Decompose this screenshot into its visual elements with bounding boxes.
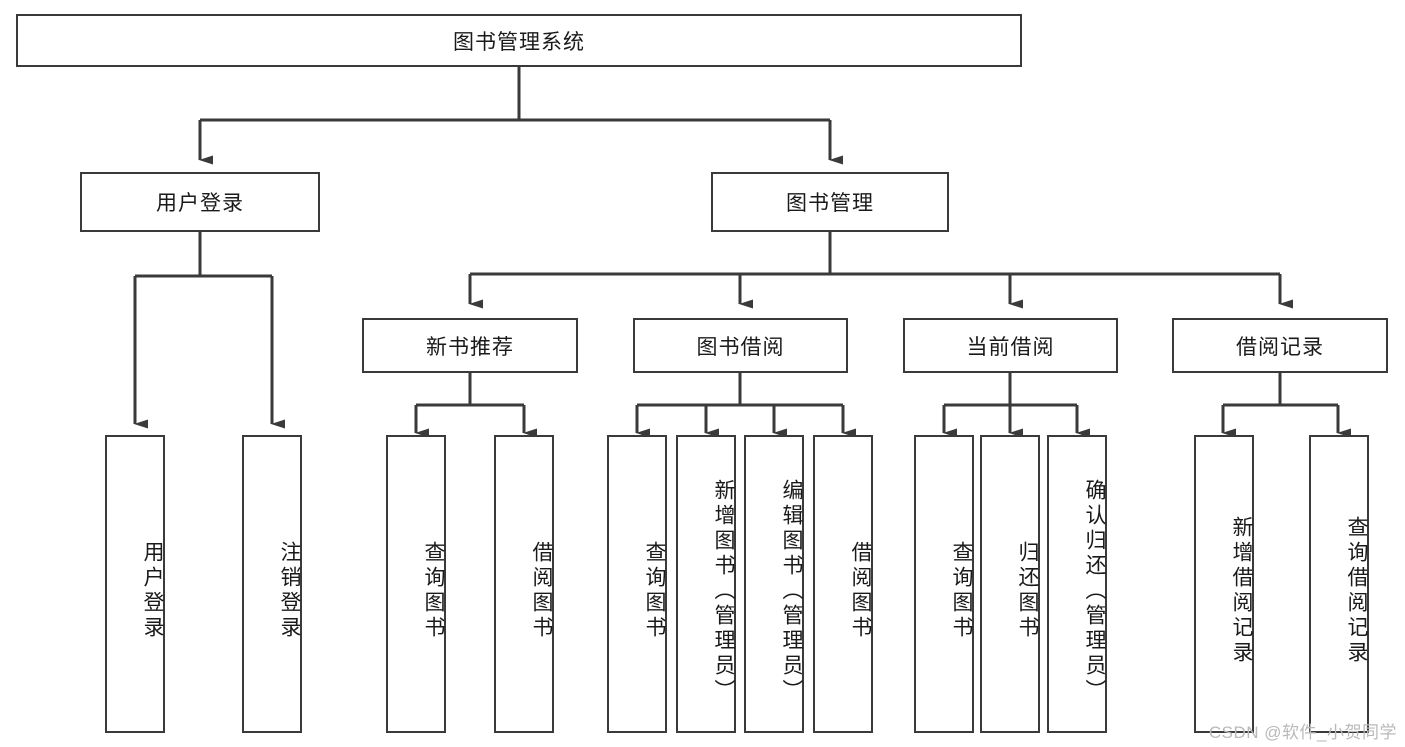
leaf-borrow-book-1-label: 借阅图书 [530,541,553,641]
node-new-book-recommend[interactable]: 新书推荐 [362,318,578,373]
leaf-logout-login[interactable]: 注销登录 [242,435,302,733]
node-book-borrow-label: 图书借阅 [696,335,785,359]
leaf-user-login[interactable]: 用户登录 [105,435,165,733]
leaf-query-book-2[interactable]: 查询图书 [607,435,667,733]
leaf-add-book-admin-label: 新增图书（管理员） [712,478,735,704]
leaf-query-book-3[interactable]: 查询图书 [914,435,974,733]
leaf-edit-book-admin-label: 编辑图书（管理员） [780,478,803,704]
node-user-login-label: 用户登录 [156,192,244,215]
csdn-watermark: CSDN @软件_小贺同学 [1208,723,1397,742]
leaf-add-borrow-record-label: 新增借阅记录 [1230,516,1253,666]
leaf-add-book-admin[interactable]: 新增图书（管理员） [676,435,736,733]
leaf-borrow-book-2[interactable]: 借阅图书 [813,435,873,733]
leaf-query-borrow-record-label: 查询借阅记录 [1345,516,1368,666]
node-book-borrow[interactable]: 图书借阅 [633,318,848,373]
node-root-label: 图书管理系统 [453,30,585,54]
node-book-manage-label: 图书管理 [786,192,874,215]
leaf-add-borrow-record[interactable]: 新增借阅记录 [1194,435,1254,733]
node-borrow-record-label: 借阅记录 [1236,335,1324,359]
leaf-query-borrow-record[interactable]: 查询借阅记录 [1309,435,1369,733]
node-borrow-record[interactable]: 借阅记录 [1172,318,1388,373]
leaf-return-book-label: 归还图书 [1016,541,1039,641]
leaf-query-book-3-label: 查询图书 [950,541,973,641]
node-user-login[interactable]: 用户登录 [80,172,320,232]
leaf-query-book-2-label: 查询图书 [643,541,666,641]
node-root[interactable]: 图书管理系统 [16,14,1022,67]
node-current-borrow[interactable]: 当前借阅 [903,318,1118,373]
node-current-borrow-label: 当前借阅 [966,335,1055,359]
leaf-query-book-1-label: 查询图书 [422,541,445,641]
leaf-borrow-book-2-label: 借阅图书 [849,541,872,641]
leaf-user-login-label: 用户登录 [141,541,164,641]
leaf-logout-login-label: 注销登录 [278,541,301,641]
leaf-borrow-book-1[interactable]: 借阅图书 [494,435,554,733]
node-book-manage[interactable]: 图书管理 [711,172,949,232]
leaf-query-book-1[interactable]: 查询图书 [386,435,446,733]
leaf-confirm-return-admin[interactable]: 确认归还（管理员） [1047,435,1107,733]
leaf-confirm-return-admin-label: 确认归还（管理员） [1083,478,1106,704]
leaf-return-book[interactable]: 归还图书 [980,435,1040,733]
leaf-edit-book-admin[interactable]: 编辑图书（管理员） [744,435,804,733]
node-new-book-recommend-label: 新书推荐 [426,335,514,359]
